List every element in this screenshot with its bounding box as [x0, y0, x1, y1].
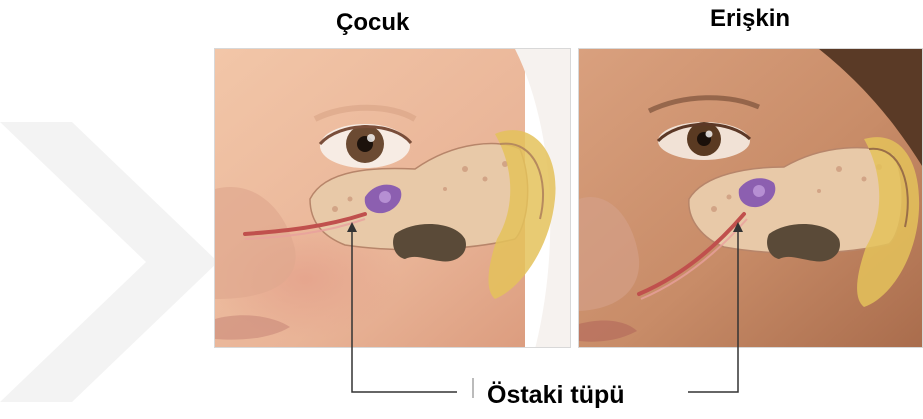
adult-leader-line — [688, 224, 738, 392]
child-leader-line — [352, 224, 457, 392]
eustachian-tube-label: Östaki tüpü — [487, 381, 625, 410]
